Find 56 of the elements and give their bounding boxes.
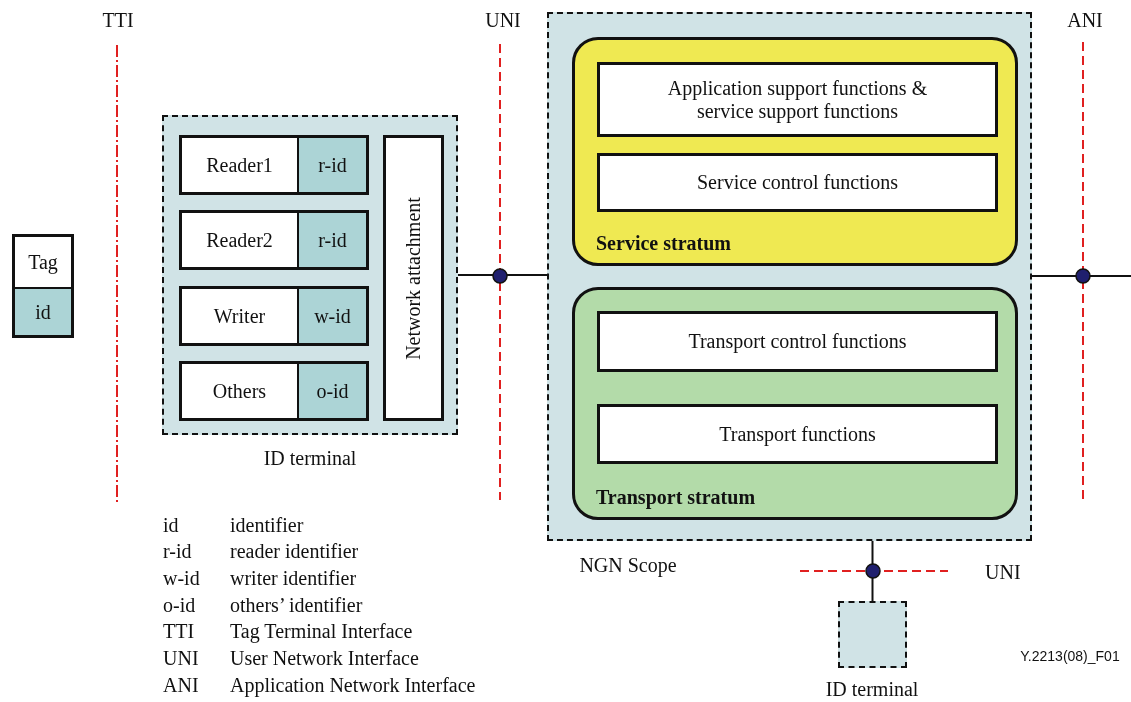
identifier-tag: r-id	[297, 213, 366, 267]
device-label: Reader2	[182, 213, 297, 267]
abbreviation: r-id	[163, 539, 192, 563]
stratum-heading: Transport stratum	[596, 486, 756, 509]
interface-label: UNI	[985, 560, 1021, 584]
box-label: Service control functions	[696, 171, 899, 194]
interface-label: ANI	[1067, 8, 1103, 32]
device-label: Reader1	[182, 138, 297, 192]
box-label: Network attachment	[402, 196, 425, 360]
box-label: Transport functions	[719, 422, 876, 446]
box-label: Transport control functions	[688, 330, 907, 353]
function-box	[597, 153, 998, 212]
function-box	[597, 62, 998, 137]
connector-line	[871, 540, 874, 602]
terminal-frame	[547, 12, 1032, 541]
abbreviation-meaning: User Network Interface	[230, 646, 419, 670]
connector-line	[457, 274, 548, 276]
abbreviation-meaning: identifier	[230, 513, 304, 537]
function-box	[597, 404, 998, 464]
identifier-tag: r-id	[297, 138, 366, 192]
identifier-tag: w-id	[297, 289, 366, 343]
stratum-panel	[572, 287, 1018, 520]
figure-code: Y.2213(08)_F01	[1020, 647, 1120, 665]
abbreviation: w-id	[163, 566, 200, 590]
interface-label: UNI	[485, 8, 521, 32]
device-row	[179, 210, 369, 270]
device-label: Others	[182, 364, 297, 418]
abbreviation-meaning: writer identifier	[230, 566, 357, 590]
abbreviation-meaning: Tag Terminal Interface	[230, 619, 413, 643]
attachment-box	[383, 135, 444, 421]
stratum-heading: Service stratum	[596, 232, 731, 255]
frame-caption: ID terminal	[825, 677, 919, 701]
interface-label: TTI	[102, 8, 134, 32]
frame-caption: ID terminal	[263, 446, 357, 470]
abbreviation-meaning: Application Network Interface	[230, 673, 476, 697]
frame-caption: NGN Scope	[579, 553, 677, 577]
device-label: Writer	[182, 289, 297, 343]
tag-box	[12, 234, 74, 338]
abbreviation-meaning: others’ identifier	[230, 593, 363, 617]
abbreviation-meaning: reader identifier	[230, 539, 359, 563]
connector-line	[1031, 275, 1131, 277]
stratum-panel	[572, 37, 1018, 266]
terminal-frame	[838, 601, 907, 668]
abbreviation: o-id	[163, 593, 196, 617]
abbreviation: TTI	[163, 619, 195, 643]
device-row	[179, 135, 369, 195]
box-label: Application support functions & service support functions	[666, 76, 929, 123]
terminal-frame	[162, 115, 458, 435]
device-row	[179, 361, 369, 421]
device-row	[179, 286, 369, 346]
abbreviation: ANI	[163, 673, 199, 697]
identifier-tag: id	[15, 287, 71, 335]
identifier-tag: o-id	[297, 364, 366, 418]
abbreviation: id	[163, 513, 179, 537]
function-box	[597, 311, 998, 372]
abbreviation: UNI	[163, 646, 199, 670]
